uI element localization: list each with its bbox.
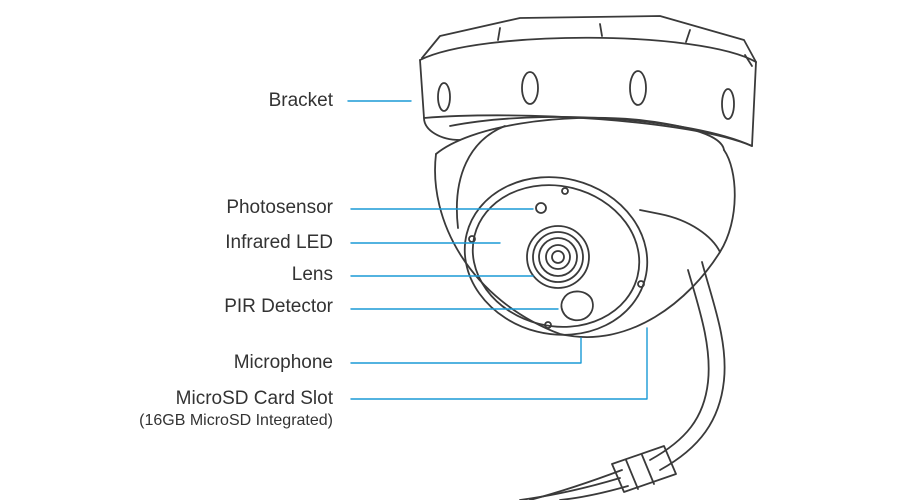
photosensor: [535, 202, 547, 214]
dome-housing: [434, 116, 736, 338]
label-bracket: Bracket: [268, 90, 333, 111]
label-microphone: Microphone: [233, 352, 333, 373]
leader-microsd: [350, 327, 648, 400]
label-microsd-card-slot: MicroSD Card Slot: [175, 388, 333, 409]
label-infrared-led: Infrared LED: [225, 232, 333, 253]
lens: [526, 225, 590, 289]
label-pir-detector: PIR Detector: [224, 296, 333, 317]
bracket: [419, 15, 757, 147]
label-microsd-note: (16GB MicroSD Integrated): [139, 412, 333, 429]
front-face: [463, 176, 649, 336]
leader-microphone: [350, 337, 582, 364]
leader-lines: [347, 100, 648, 400]
label-photosensor: Photosensor: [226, 197, 333, 218]
camera-cable: [519, 261, 726, 500]
pir-detector: [560, 290, 594, 322]
label-lens: Lens: [291, 264, 333, 285]
